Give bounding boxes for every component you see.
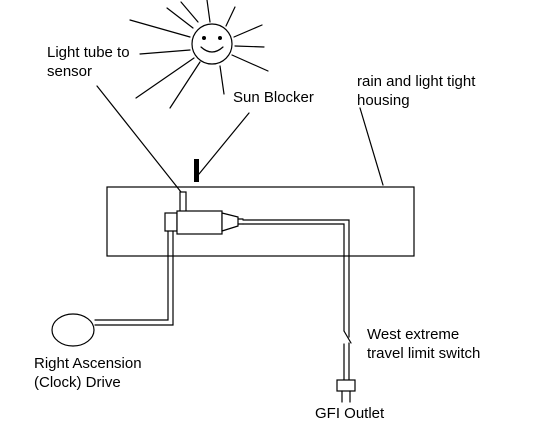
west-switch-label: West extreme travel limit switch: [367, 325, 480, 363]
sensor-plug: [221, 212, 239, 232]
sun-smile: [200, 46, 224, 53]
sun-face: [191, 23, 233, 65]
west-switch-label-line1: West extreme: [367, 326, 460, 343]
ra-drive-label: Right Ascension (Clock) Drive: [34, 354, 142, 392]
sun-icon: [129, 0, 269, 109]
housing-label-line2: housing: [357, 92, 410, 109]
light-tube-label-line1: Light tube to: [47, 44, 130, 61]
light-sensor: [176, 210, 223, 235]
gfi-plug: [336, 379, 356, 392]
limit-switch-lever: [343, 330, 352, 344]
drive-cable-outer: [94, 230, 169, 321]
housing-label-line1: rain and light tight: [357, 73, 476, 90]
drive-connector: [164, 212, 178, 232]
housing-label: rain and light tight housing: [357, 72, 475, 110]
housing-pointer: [359, 107, 384, 186]
power-cable-outer: [242, 219, 350, 338]
sun-rays: [129, 0, 269, 109]
sun-blocker: [194, 159, 199, 182]
ra-drive-label-line2: (Clock) Drive: [34, 374, 121, 391]
sun-right-eye: [218, 36, 222, 40]
light-tube-label-line2: sensor: [47, 63, 93, 80]
power-cable-inner: [242, 223, 345, 332]
gfi-outlet-label: GFI Outlet: [315, 405, 385, 422]
sun-blocker-pointer: [198, 112, 250, 175]
drive-cable-inner: [94, 230, 174, 326]
ra-drive-motor: [51, 313, 95, 347]
light-tube-pointer: [96, 85, 182, 193]
ra-drive-label-line1: Right Ascension: [34, 355, 142, 372]
housing-box: [106, 186, 415, 257]
sun-left-eye: [202, 36, 206, 40]
west-switch-label-line2: travel limit switch: [367, 345, 481, 362]
sun-blocker-label: Sun Blocker: [233, 89, 314, 106]
light-tube-label: Light tube to sensor: [47, 43, 130, 81]
